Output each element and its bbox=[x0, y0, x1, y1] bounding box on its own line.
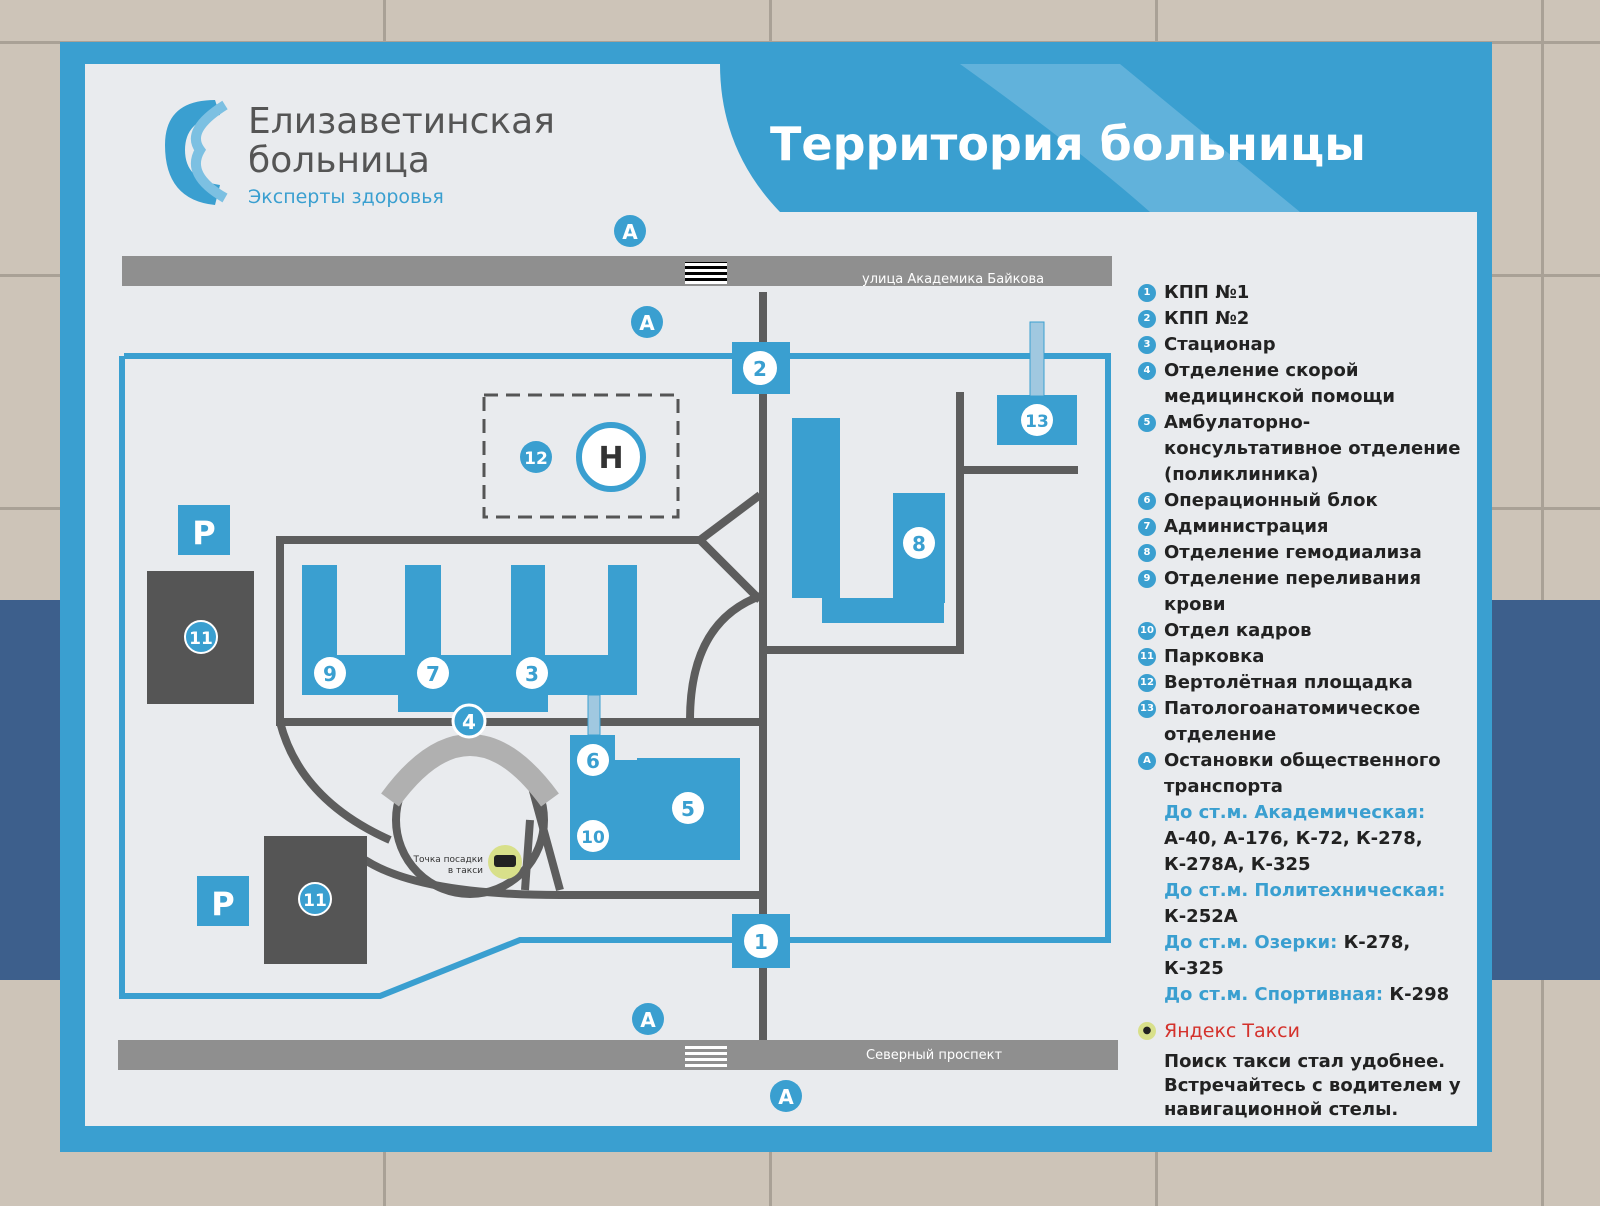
svg-text:9: 9 bbox=[323, 662, 337, 686]
bus-stop-icon: A bbox=[631, 306, 663, 338]
marker-13: 13 bbox=[1021, 404, 1053, 436]
bus-route: До ст.м. Академическая: А-40, А-176, К-7… bbox=[1164, 802, 1426, 875]
svg-text:1: 1 bbox=[754, 930, 768, 954]
taxi-info-text: Поиск такси стал удобнее. Встречайтесь с… bbox=[1164, 1051, 1461, 1120]
hospital-logo-icon bbox=[165, 100, 228, 205]
svg-text:P: P bbox=[211, 885, 234, 923]
marker-3: 3 bbox=[516, 657, 548, 689]
street-top bbox=[122, 256, 1112, 286]
marker-10: 10 bbox=[577, 820, 609, 852]
yandex-taxi-brand: ●Яндекс Такси bbox=[1138, 1018, 1468, 1044]
brand-name-line2: больница bbox=[248, 140, 430, 181]
territory-fence bbox=[119, 353, 1111, 999]
building-main bbox=[302, 395, 1077, 860]
svg-text:10: 10 bbox=[581, 828, 605, 848]
svg-text:P: P bbox=[192, 514, 215, 552]
helipad-area bbox=[482, 393, 680, 519]
parking-sign-north: P bbox=[178, 505, 230, 555]
svg-text:12: 12 bbox=[524, 449, 548, 469]
svg-text:в такси: в такси bbox=[448, 866, 483, 876]
svg-text:A: A bbox=[778, 1085, 794, 1109]
svg-text:4: 4 bbox=[462, 710, 476, 734]
svg-text:7: 7 bbox=[426, 662, 440, 686]
svg-text:11: 11 bbox=[189, 629, 213, 649]
svg-text:3: 3 bbox=[525, 662, 539, 686]
gate-1: 1 bbox=[732, 914, 790, 968]
marker-4: 4 bbox=[451, 703, 487, 739]
svg-text:13: 13 bbox=[1025, 412, 1049, 432]
bus-route: До ст.м. Озерки: К-278, К-325 bbox=[1164, 932, 1411, 979]
marker-11-south: 11 bbox=[298, 882, 332, 916]
street-top-label: улица Академика Байкова bbox=[862, 272, 1044, 287]
bus-stop-icon: A bbox=[614, 215, 646, 247]
svg-text:A: A bbox=[640, 1008, 656, 1032]
gate-2: 2 bbox=[732, 342, 790, 394]
marker-5: 5 bbox=[672, 792, 704, 824]
marker-12: 12 bbox=[520, 441, 552, 473]
taxi-icon bbox=[488, 845, 522, 879]
svg-text:8: 8 bbox=[912, 532, 926, 556]
marker-6: 6 bbox=[577, 744, 609, 776]
brand-tagline: Эксперты здоровья bbox=[248, 186, 444, 208]
helipad-icon bbox=[576, 422, 646, 492]
marker-8: 8 bbox=[903, 527, 935, 559]
bus-route: До ст.м. Политехническая: К-252А bbox=[1164, 880, 1446, 927]
svg-text:5: 5 bbox=[681, 797, 695, 821]
bus-route: До ст.м. Спортивная: К-298 bbox=[1164, 984, 1450, 1005]
marker-7: 7 bbox=[417, 657, 449, 689]
svg-text:2: 2 bbox=[753, 357, 767, 381]
svg-text:11: 11 bbox=[303, 891, 327, 911]
svg-text:A: A bbox=[622, 220, 638, 244]
marker-9: 9 bbox=[314, 657, 346, 689]
svg-text:6: 6 bbox=[586, 749, 600, 773]
street-bottom bbox=[118, 1040, 1118, 1070]
svg-text:H: H bbox=[598, 441, 623, 476]
marker-11-north: 11 bbox=[184, 620, 218, 654]
bus-stop-icon: A bbox=[770, 1080, 802, 1112]
taxi-point-label: Точка посадки bbox=[413, 855, 484, 865]
bus-stop-icon: A bbox=[632, 1003, 664, 1035]
street-bottom-label: Северный проспект bbox=[866, 1048, 1003, 1063]
sign-title: Территория больницы bbox=[770, 117, 1366, 171]
svg-text:A: A bbox=[639, 311, 655, 335]
taxi-icon: ● bbox=[1138, 1022, 1156, 1040]
parking-sign-south: P bbox=[197, 876, 249, 926]
brand-name-line1: Елизаветинская bbox=[248, 101, 555, 142]
